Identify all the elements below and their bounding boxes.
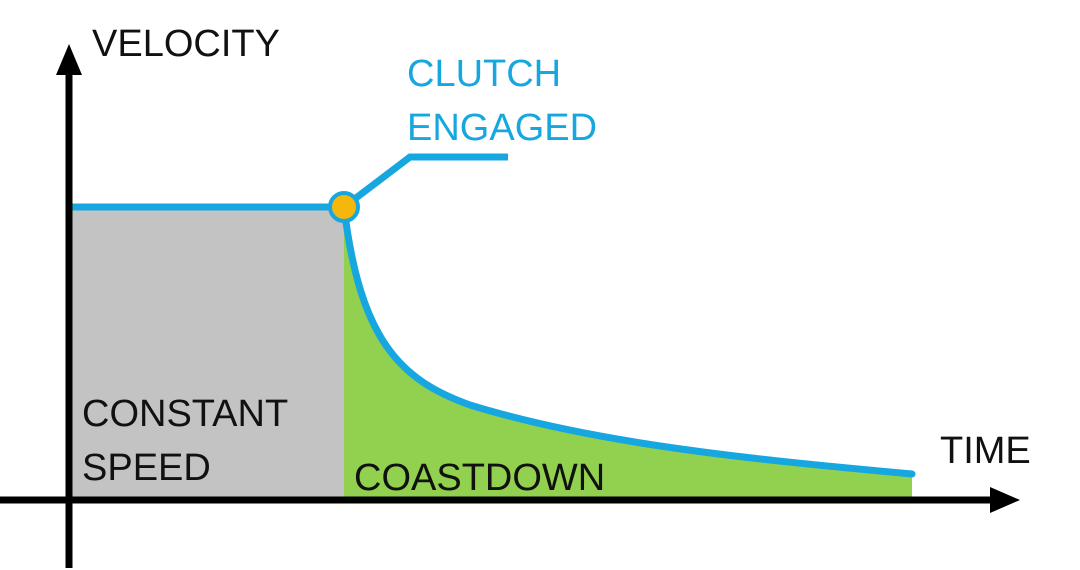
clutch-label-line2: ENGAGED <box>407 107 597 149</box>
constant-speed-label-line2: SPEED <box>82 447 211 489</box>
coastdown-region <box>344 207 912 500</box>
clutch-label-line1: CLUTCH <box>407 53 561 95</box>
constant-speed-label-line1: CONSTANT <box>82 393 288 435</box>
constant-speed-region <box>70 207 344 500</box>
clutch-callout-leader <box>341 153 508 210</box>
coastdown-velocity-curve <box>340 203 916 478</box>
y-axis-arrowhead <box>56 44 82 75</box>
coastdown-label: COASTDOWN <box>354 457 605 499</box>
clutch-engaged-marker <box>328 191 360 223</box>
x-axis-arrowhead <box>990 487 1020 513</box>
y-axis-label: VELOCITY <box>92 23 280 65</box>
x-axis-label: TIME <box>940 430 1031 472</box>
